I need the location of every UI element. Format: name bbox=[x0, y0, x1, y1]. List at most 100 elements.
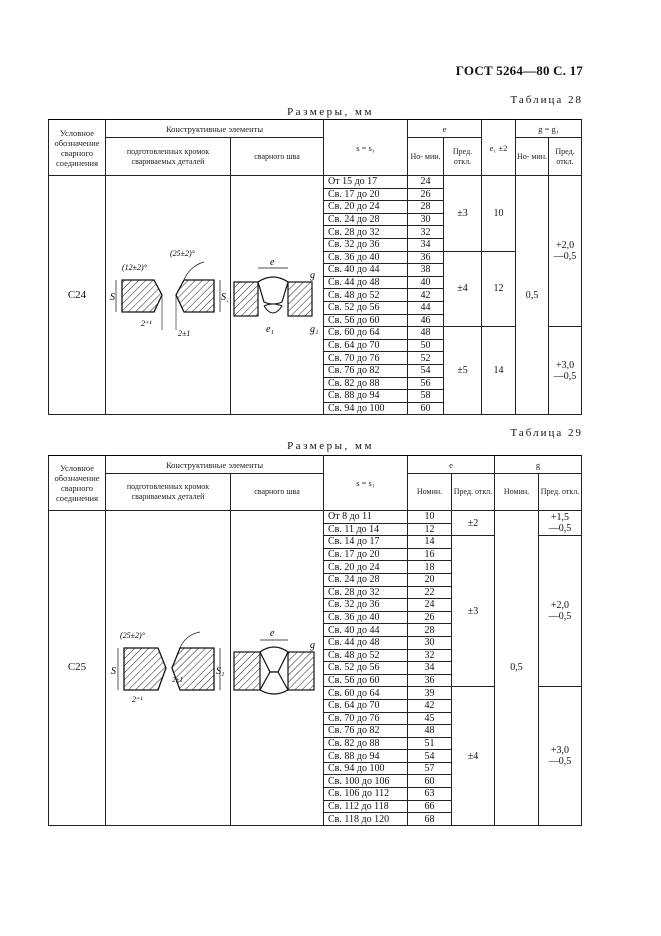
e-nominal-cell: 51 bbox=[407, 736, 452, 751]
tol-minus: —0,5 bbox=[548, 523, 572, 535]
g-tolerance-cell: +3,0—0,5 bbox=[538, 686, 582, 826]
thickness-range-cell: Св. 36 до 40 bbox=[323, 250, 408, 265]
thickness-range-cell: Св. 70 до 76 bbox=[323, 711, 408, 726]
e-tol-header: Пред. откл. bbox=[443, 137, 482, 176]
e-nominal-cell: 36 bbox=[407, 673, 452, 688]
constructive-header: Конструктивные элементы bbox=[105, 455, 324, 474]
e-nominal-cell: 39 bbox=[407, 686, 452, 700]
thickness-range-cell: Св. 44 до 48 bbox=[323, 635, 408, 650]
thickness-range-cell: Св. 112 до 118 bbox=[323, 799, 408, 814]
designation-cell: С24 bbox=[48, 174, 106, 416]
e-nominal-cell: 46 bbox=[407, 313, 444, 328]
table-28: Условное обозначение сварного соединения… bbox=[48, 119, 583, 416]
table-row: С24 S S₁ (12±2)° (25±2)° 2⁺¹ 2±1 e e₁ g … bbox=[48, 174, 583, 416]
page-header: ГОСТ 5264—80 С. 17 bbox=[455, 63, 583, 78]
prepared-header: подготовленных кромок свариваемых детале… bbox=[105, 473, 231, 511]
weld-seam-cell: e e₁ g g₁ bbox=[230, 174, 324, 416]
root-label: 2±1 bbox=[178, 329, 190, 338]
e-nominal-cell: 16 bbox=[407, 547, 452, 562]
thickness-range-cell: Св. 52 до 56 bbox=[323, 300, 408, 315]
e-nominal-cell: 60 bbox=[407, 774, 452, 789]
g-nominal-cell: 0,5 bbox=[515, 174, 549, 416]
e-tolerance-cell: ±4 bbox=[451, 686, 495, 826]
e-nominal-cell: 45 bbox=[407, 711, 452, 726]
angle1-label: (25±2)° bbox=[120, 631, 146, 640]
thickness-range-cell: Св. 24 до 28 bbox=[323, 212, 408, 227]
thickness-range-cell: Св. 20 до 24 bbox=[323, 200, 408, 214]
e-nominal-cell: 66 bbox=[407, 799, 452, 814]
prepared-edges-cell: S S₁ (12±2)° (25±2)° 2⁺¹ 2±1 bbox=[105, 174, 231, 416]
thickness-range-cell: Св. 70 до 76 bbox=[323, 351, 408, 365]
thickness-range-cell: Св. 88 до 94 bbox=[323, 389, 408, 403]
e-nominal-cell: 14 bbox=[407, 535, 452, 549]
e-nom-header: Номин. bbox=[407, 473, 452, 511]
weld-seam-cell: e g bbox=[230, 510, 324, 826]
thickness-range-cell: Св. 36 до 40 bbox=[323, 610, 408, 625]
e-nominal-cell: 28 bbox=[407, 623, 452, 637]
s-header: s = s₁ bbox=[323, 455, 408, 511]
e-nominal-cell: 60 bbox=[407, 401, 444, 416]
weld-header: сварного шва bbox=[230, 473, 324, 511]
weld-seam-drawing-c24: e e₁ g g₁ bbox=[233, 257, 318, 335]
g-tol-header: Пред. откл. bbox=[538, 473, 582, 511]
e-nominal-cell: 22 bbox=[407, 585, 452, 600]
e-tolerance-cell: ±2 bbox=[451, 509, 495, 537]
e-nom-header: Но- мин. bbox=[407, 137, 444, 176]
e-nominal-cell: 26 bbox=[407, 187, 444, 202]
e-nominal-cell: 42 bbox=[407, 698, 452, 713]
thickness-range-cell: Св. 76 до 82 bbox=[323, 363, 408, 378]
e-nominal-cell: 48 bbox=[407, 326, 444, 340]
tol-minus: —0,5 bbox=[553, 370, 577, 382]
g-nominal-cell: 0,5 bbox=[494, 510, 539, 826]
table-29-label: Таблица 29 bbox=[510, 427, 583, 439]
tol-plus: +2,0 bbox=[555, 240, 575, 252]
e-nominal-cell: 36 bbox=[407, 250, 444, 265]
e-nominal-cell: 34 bbox=[407, 661, 452, 675]
e1-cell: 14 bbox=[481, 326, 516, 416]
e-nominal-cell: 68 bbox=[407, 812, 452, 826]
e-nominal-cell: 12 bbox=[407, 522, 452, 537]
designation-cell: С25 bbox=[48, 510, 106, 826]
g-label: g bbox=[310, 270, 315, 281]
prepared-edges-cell: S S₁ (25±2)° 2⁺¹ 2±1 bbox=[105, 510, 231, 826]
e-nominal-cell: 26 bbox=[407, 610, 452, 625]
e-nominal-cell: 28 bbox=[407, 200, 444, 214]
thickness-range-cell: Св. 82 до 88 bbox=[323, 736, 408, 751]
thickness-range-cell: Св. 17 до 20 bbox=[323, 547, 408, 562]
e-header: e bbox=[407, 455, 495, 474]
e-nominal-cell: 57 bbox=[407, 761, 452, 776]
e-header: e bbox=[407, 119, 482, 138]
e-nominal-cell: 38 bbox=[407, 263, 444, 277]
gap-label: 2⁺¹ bbox=[141, 319, 152, 328]
thickness-range-cell: Св. 94 до 100 bbox=[323, 401, 408, 416]
e-tolerance-cell: ±3 bbox=[443, 175, 482, 252]
tol-minus: —0,5 bbox=[553, 251, 577, 263]
thickness-range-cell: Св. 32 до 36 bbox=[323, 237, 408, 252]
e-nominal-cell: 54 bbox=[407, 749, 452, 763]
g-nom-header: Но- мин. bbox=[515, 137, 549, 176]
e-nominal-cell: 20 bbox=[407, 572, 452, 587]
s1-label: S₁ bbox=[221, 292, 228, 303]
tol-plus: +1,5 bbox=[550, 512, 570, 524]
e-tolerance-cell: ±3 bbox=[451, 535, 495, 688]
thickness-range-cell: Св. 24 до 28 bbox=[323, 572, 408, 587]
thickness-range-cell: От 15 до 17 bbox=[323, 175, 408, 189]
thickness-range-cell: Св. 56 до 60 bbox=[323, 313, 408, 328]
e1-cell: 10 bbox=[481, 175, 516, 252]
angle2-label: (12±2)° bbox=[122, 263, 148, 272]
tol-minus: —0,5 bbox=[548, 756, 572, 768]
g-header: g bbox=[494, 455, 582, 474]
thickness-range-cell: Св. 64 до 70 bbox=[323, 698, 408, 713]
